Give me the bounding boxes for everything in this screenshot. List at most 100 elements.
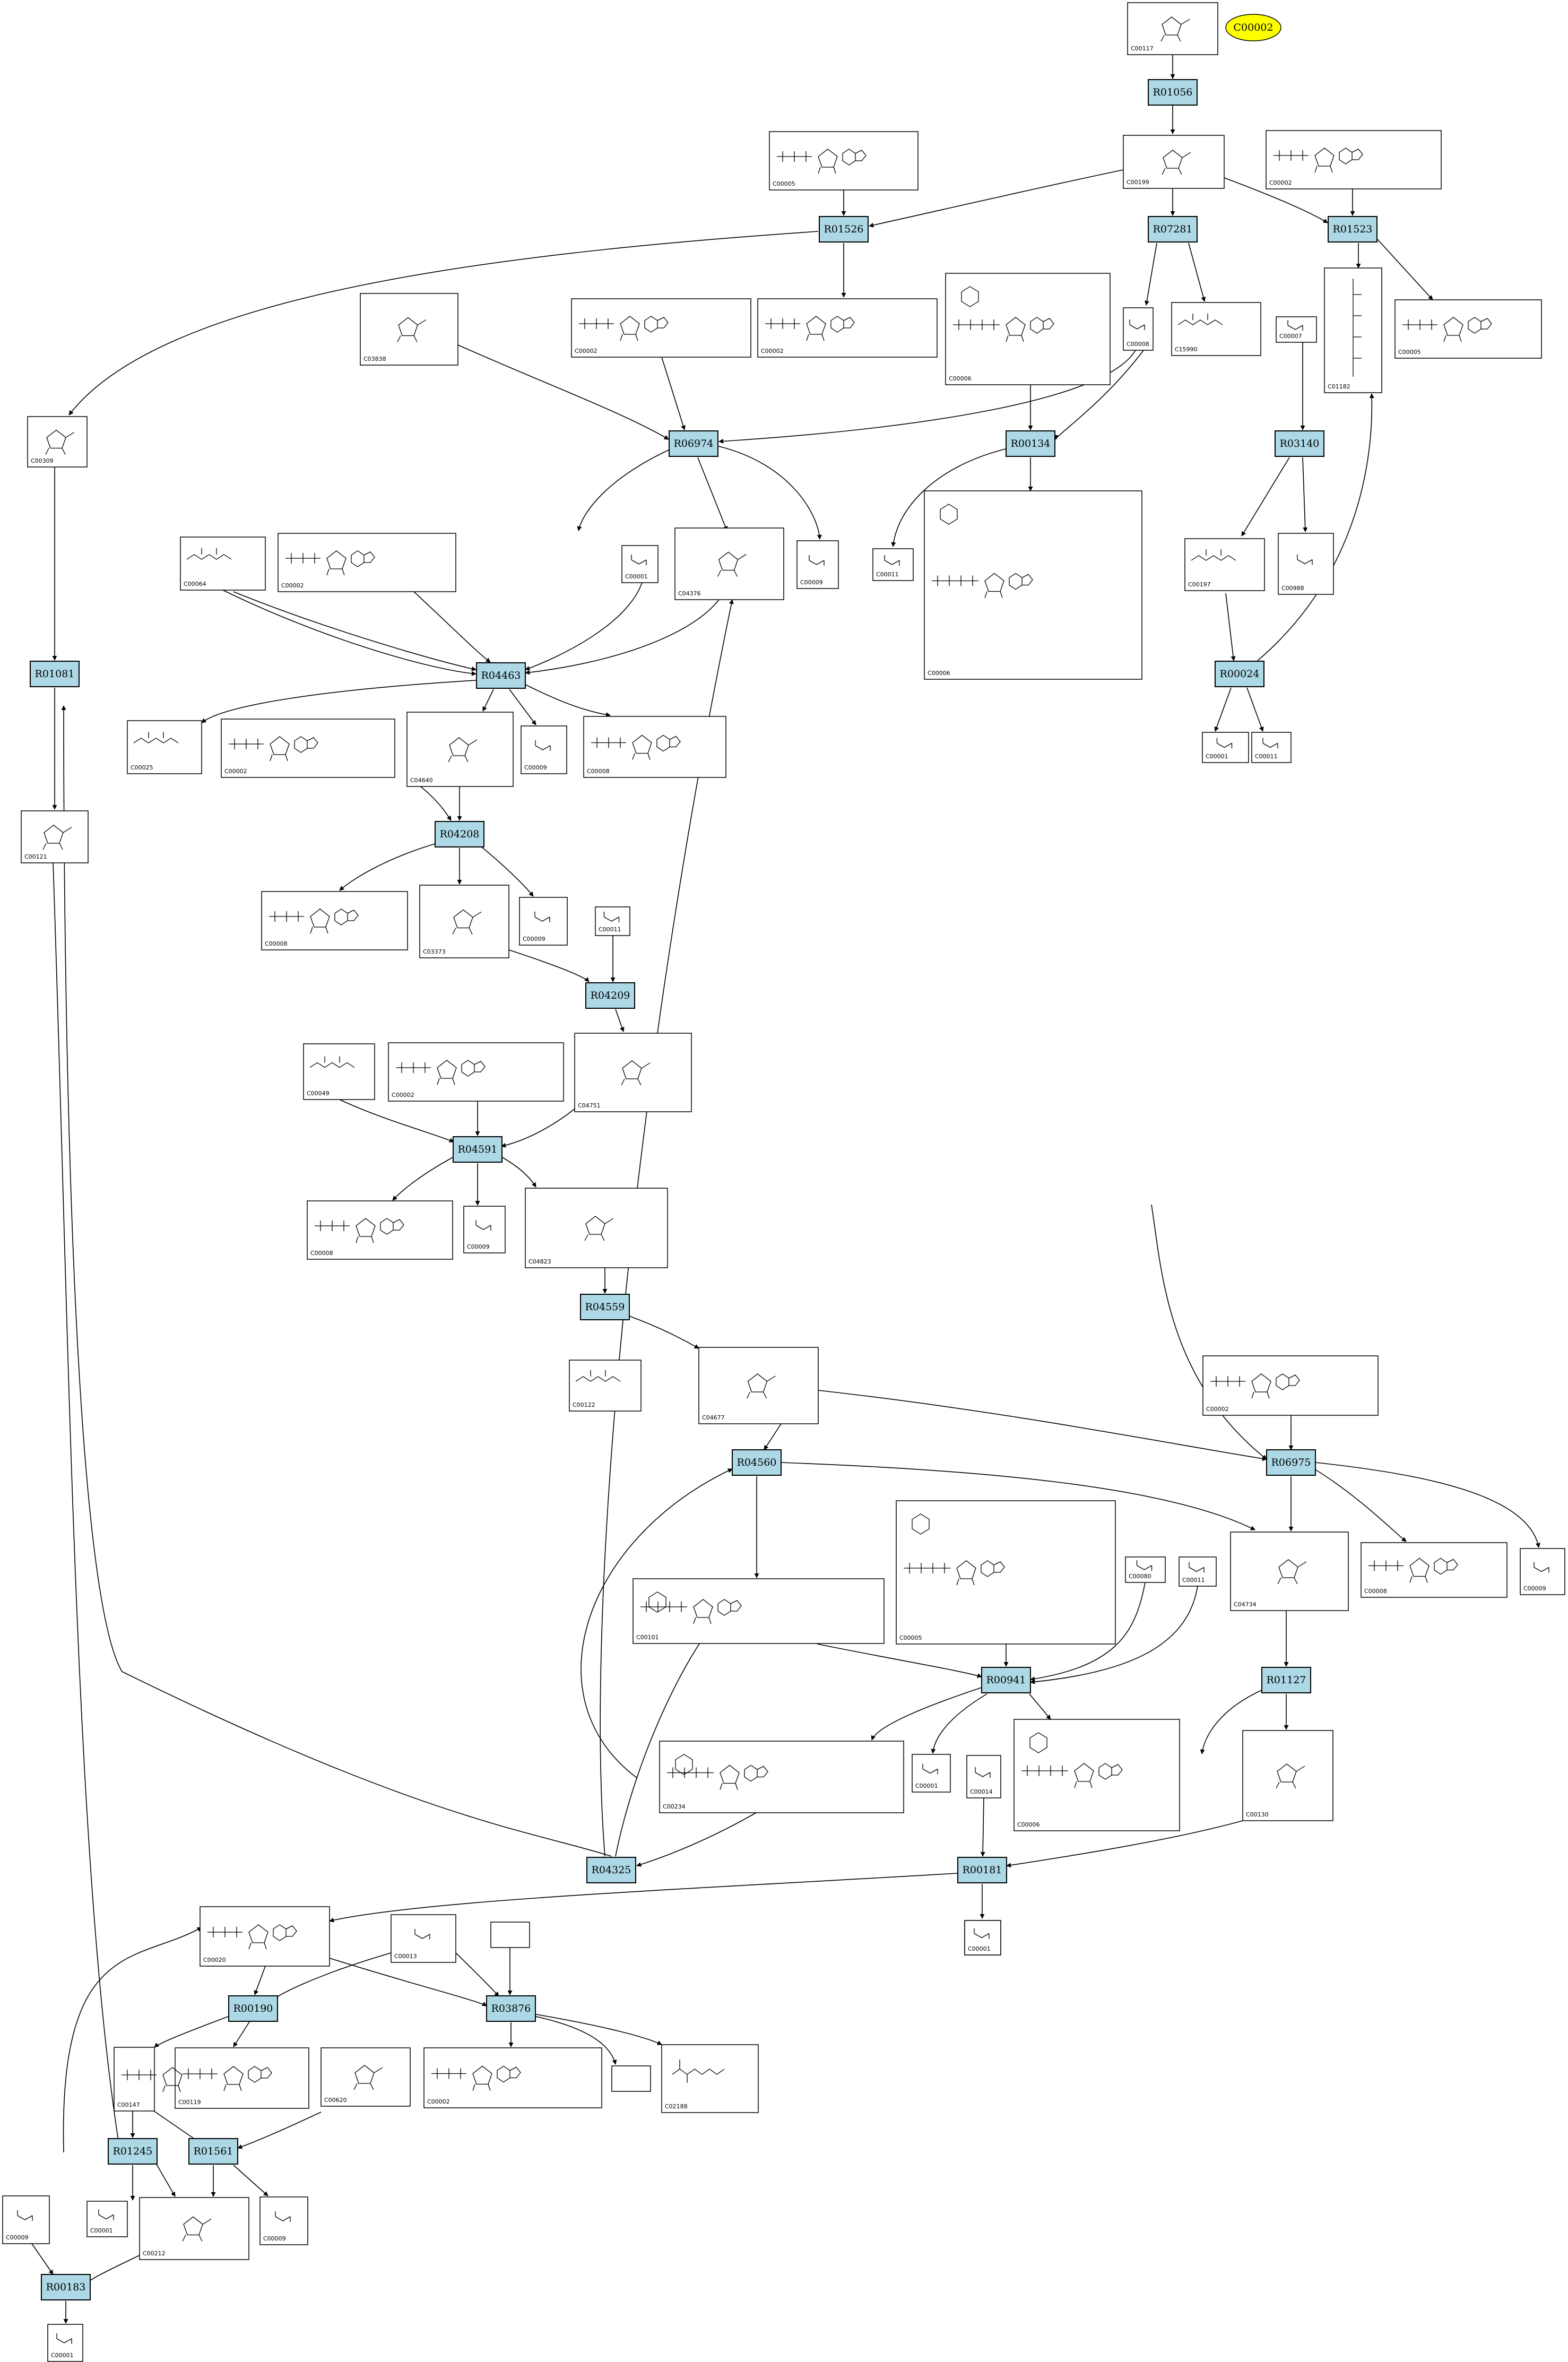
compound-node[interactable]: C00001 <box>621 545 659 583</box>
reaction-node[interactable]: R04560 <box>732 1449 782 1476</box>
compound-node[interactable]: C00008 <box>261 891 408 950</box>
compound-node[interactable]: C00009 <box>1520 1548 1565 1595</box>
root-compound-oval[interactable]: C00002 <box>1225 14 1281 41</box>
compound-node[interactable]: C00119 <box>175 2047 309 2109</box>
compound-node[interactable]: C00008 <box>1361 1542 1508 1598</box>
compound-node[interactable]: C00005 <box>1394 299 1542 359</box>
compound-node[interactable]: C00002 <box>571 298 751 358</box>
reaction-node[interactable]: R00181 <box>957 1857 1007 1883</box>
compound-node[interactable]: C00049 <box>303 1043 375 1100</box>
reaction-node[interactable]: R01523 <box>1328 216 1378 243</box>
compound-node[interactable]: C00006 <box>924 490 1142 680</box>
compound-node[interactable]: C00002 <box>278 533 456 592</box>
reaction-node[interactable]: R01081 <box>30 661 80 687</box>
compound-node[interactable]: C00008 <box>307 1200 453 1260</box>
compound-node[interactable]: C00011 <box>1251 732 1292 763</box>
compound-node[interactable]: C00147 <box>114 2047 183 2112</box>
reaction-node[interactable]: R01526 <box>819 216 869 243</box>
compound-node[interactable]: C00117 <box>1127 2 1218 55</box>
compound-node[interactable]: C00080 <box>1125 1556 1166 1583</box>
reaction-node[interactable]: R07281 <box>1148 216 1198 243</box>
compound-node[interactable]: C00002 <box>221 719 395 778</box>
compound-node[interactable]: C00006 <box>945 273 1111 385</box>
compound-node[interactable]: C00011 <box>872 548 914 581</box>
compound-node[interactable]: C00001 <box>86 2201 128 2237</box>
reaction-node[interactable]: R04463 <box>476 662 526 689</box>
reaction-node[interactable]: R01561 <box>188 2138 238 2165</box>
reaction-node[interactable]: R01056 <box>1148 79 1198 106</box>
compound-node[interactable]: C00001 <box>1202 732 1249 763</box>
compound-node[interactable]: C00620 <box>320 2047 411 2107</box>
compound-node[interactable]: C00001 <box>47 2324 83 2362</box>
compound-node[interactable]: C00009 <box>463 1206 506 1253</box>
compound-node[interactable]: C00008 <box>583 716 726 778</box>
compound-node[interactable]: C00234 <box>659 1741 904 1813</box>
compound-node[interactable]: C02188 <box>661 2044 759 2113</box>
reaction-node[interactable]: R03140 <box>1275 430 1324 457</box>
compound-node[interactable]: C04677 <box>698 1347 819 1424</box>
reaction-node[interactable]: R06975 <box>1266 1449 1316 1476</box>
reaction-edge <box>457 344 669 440</box>
compound-id-label: C00008 <box>1127 341 1149 348</box>
compound-node[interactable]: C15990 <box>1171 302 1261 356</box>
compound-node[interactable]: C00009 <box>521 725 567 774</box>
compound-node[interactable]: C00002 <box>757 298 938 358</box>
compound-node[interactable]: C00009 <box>259 2196 308 2245</box>
compound-node[interactable]: C00001 <box>912 1754 951 1793</box>
compound-node[interactable]: C00025 <box>127 720 202 774</box>
compound-node[interactable]: C00064 <box>180 537 266 591</box>
compound-node[interactable]: C00002 <box>388 1042 564 1102</box>
compound-node[interactable]: C00122 <box>569 1360 642 1412</box>
compound-node[interactable]: C03838 <box>360 293 458 366</box>
compound-node[interactable]: C04734 <box>1230 1532 1349 1611</box>
compound-node[interactable]: C00007 <box>1276 316 1317 343</box>
compound-node[interactable]: C04640 <box>406 712 514 787</box>
compound-node[interactable]: C00212 <box>139 2197 249 2260</box>
compound-node[interactable]: C01182 <box>1324 267 1382 393</box>
reaction-node[interactable]: R04325 <box>586 1857 636 1883</box>
compound-node[interactable]: C00309 <box>27 416 88 468</box>
compound-node[interactable]: C00130 <box>1242 1730 1333 1821</box>
compound-node[interactable]: C00014 <box>966 1755 1001 1798</box>
compound-node[interactable]: C00988 <box>1278 533 1334 595</box>
empty-compound-node[interactable] <box>611 2065 651 2092</box>
compound-node[interactable]: C00009 <box>796 540 839 589</box>
reaction-node[interactable]: R00134 <box>1006 430 1055 457</box>
reaction-node[interactable]: R00941 <box>981 1667 1031 1693</box>
reaction-node[interactable]: R04559 <box>580 1294 630 1320</box>
compound-node[interactable]: C00199 <box>1123 135 1225 189</box>
compound-node[interactable]: C04751 <box>574 1033 692 1112</box>
compound-node[interactable]: C00020 <box>200 1906 330 1967</box>
compound-node[interactable]: C00005 <box>769 131 919 191</box>
compound-node[interactable]: C00009 <box>2 2195 50 2244</box>
compound-node[interactable]: C00005 <box>896 1500 1116 1645</box>
reaction-node[interactable]: R04209 <box>585 982 635 1009</box>
compound-node[interactable]: C00008 <box>1123 307 1154 351</box>
compound-node[interactable]: C04376 <box>674 527 784 600</box>
compound-node[interactable]: C00101 <box>633 1578 885 1644</box>
compound-node[interactable]: C00001 <box>964 1920 1001 1956</box>
compound-node[interactable]: C00011 <box>1179 1556 1217 1587</box>
reaction-node[interactable]: R01245 <box>108 2138 158 2165</box>
reaction-node[interactable]: R03876 <box>486 1995 536 2022</box>
compound-node[interactable]: C00011 <box>595 906 630 936</box>
compound-node[interactable]: C00002 <box>1202 1355 1379 1416</box>
compound-node[interactable]: C00002 <box>423 2047 602 2108</box>
reaction-node[interactable]: R04591 <box>453 1136 503 1163</box>
reaction-node[interactable]: R01127 <box>1261 1667 1311 1693</box>
compound-node[interactable]: C00013 <box>391 1914 456 1963</box>
reaction-node[interactable]: R00190 <box>228 1995 278 2022</box>
empty-compound-node[interactable] <box>490 1922 530 1948</box>
compound-node[interactable]: C00006 <box>1013 1719 1180 1831</box>
compound-node[interactable]: C04823 <box>525 1188 668 1268</box>
compound-node[interactable]: C00121 <box>21 810 89 863</box>
reaction-node[interactable]: R00183 <box>41 2274 91 2300</box>
compound-node[interactable]: C00002 <box>1266 130 1442 189</box>
reaction-node[interactable]: R06974 <box>669 430 718 457</box>
compound-node[interactable]: C00197 <box>1184 538 1265 591</box>
reaction-node[interactable]: R00024 <box>1215 661 1264 687</box>
compound-node[interactable]: C00009 <box>519 897 568 946</box>
compound-id-label: C04677 <box>702 1414 725 1421</box>
compound-node[interactable]: C03373 <box>419 885 509 958</box>
reaction-node[interactable]: R04208 <box>435 821 484 847</box>
